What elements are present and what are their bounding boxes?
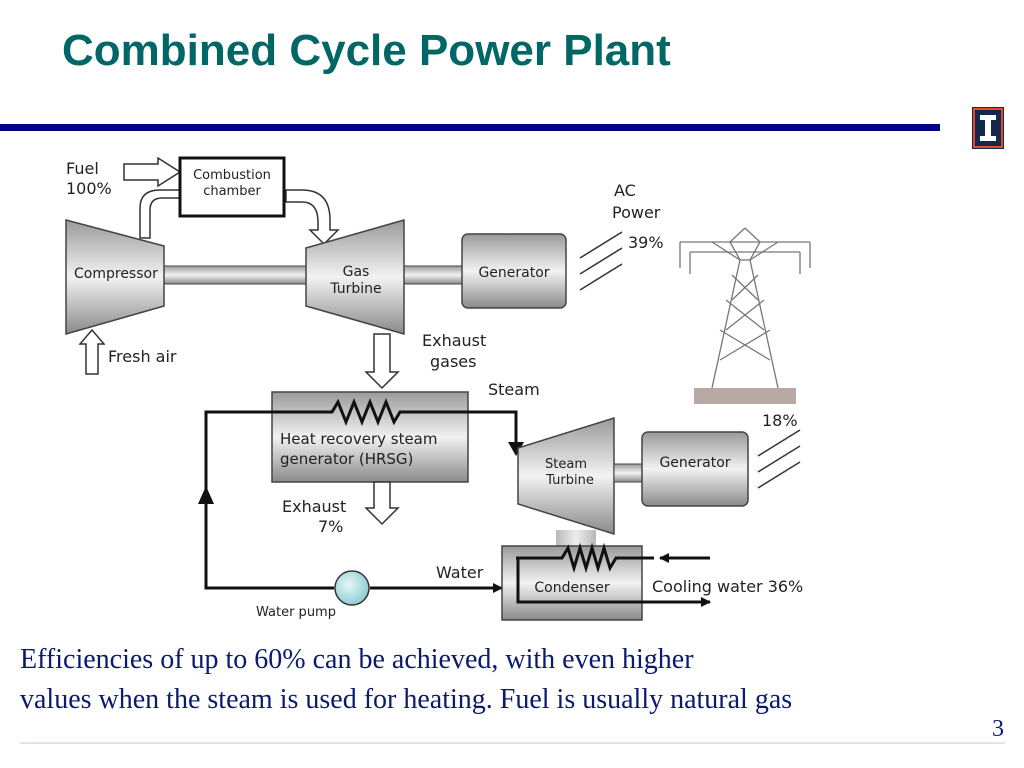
water-flow-arrow [198, 486, 214, 504]
page-number: 3 [992, 716, 1004, 742]
svg-text:Water pump: Water pump [256, 605, 336, 620]
fuel-arrow [123, 156, 182, 188]
svg-text:39%: 39% [628, 233, 664, 252]
steam-power-lines [757, 429, 801, 489]
svg-text:AC: AC [614, 181, 636, 200]
svg-text:Gas: Gas [343, 264, 370, 280]
caption-line-1: Efficiencies of up to 60% can be achieve… [20, 644, 694, 675]
title-divider [0, 124, 940, 131]
svg-text:Turbine: Turbine [329, 281, 381, 297]
svg-text:Cooling water 36%: Cooling water 36% [652, 577, 803, 596]
fresh-air-arrow [78, 328, 106, 375]
university-block-i-icon [972, 107, 1004, 149]
slide-title: Combined Cycle Power Plant [62, 26, 671, 75]
gas-generator [461, 233, 567, 309]
generator-shaft [401, 265, 463, 285]
svg-text:generator (HRSG): generator (HRSG) [280, 450, 413, 468]
svg-text:Condenser: Condenser [534, 580, 609, 596]
svg-text:Turbine: Turbine [545, 473, 594, 488]
footer-divider [20, 742, 1005, 744]
combustion-chamber: Combustion chamber [178, 156, 286, 218]
svg-text:Fuel: Fuel [66, 159, 99, 178]
svg-text:gases: gases [430, 352, 476, 371]
slide-caption: Efficiencies of up to 60% can be achieve… [20, 640, 1010, 720]
hrsg: Heat recovery steam generator (HRSG) [271, 391, 469, 483]
hot-gas-arrow [285, 189, 340, 246]
svg-text:7%: 7% [318, 517, 343, 536]
svg-text:Power: Power [612, 203, 661, 222]
svg-text:chamber: chamber [203, 184, 261, 199]
svg-text:Generator: Generator [659, 455, 730, 471]
svg-text:18%: 18% [762, 411, 798, 430]
svg-text:Fresh air: Fresh air [108, 347, 177, 366]
svg-text:Combustion: Combustion [193, 168, 271, 183]
combined-cycle-diagram: Combustion chamber [65, 156, 811, 621]
compressor [65, 219, 165, 335]
steam-shaft [613, 463, 643, 483]
svg-text:Water: Water [436, 563, 484, 582]
svg-text:Exhaust: Exhaust [282, 497, 346, 516]
gas-turbine [305, 219, 405, 335]
water-pump-icon [334, 570, 370, 606]
steam-generator [641, 431, 749, 507]
svg-text:Compressor: Compressor [74, 266, 158, 282]
turbine-exhaust-duct [556, 530, 596, 548]
svg-text:Steam: Steam [488, 380, 540, 399]
steam-flow-arrow [508, 442, 524, 456]
condenser [501, 542, 654, 621]
steam-turbine [517, 416, 615, 536]
caption-line-2: values when the steam is used for heatin… [20, 684, 793, 715]
svg-text:Exhaust: Exhaust [422, 331, 486, 350]
svg-text:Steam: Steam [545, 457, 587, 472]
svg-text:Heat recovery steam: Heat recovery steam [280, 430, 438, 448]
main-shaft [157, 265, 311, 285]
svg-text:Generator: Generator [478, 265, 549, 281]
transmission-tower-icon [679, 227, 811, 404]
ac-power-lines [579, 231, 623, 291]
exhaust-gases-arrow [364, 333, 400, 390]
exhaust-stack-arrow [364, 481, 400, 526]
svg-text:100%: 100% [66, 179, 112, 198]
